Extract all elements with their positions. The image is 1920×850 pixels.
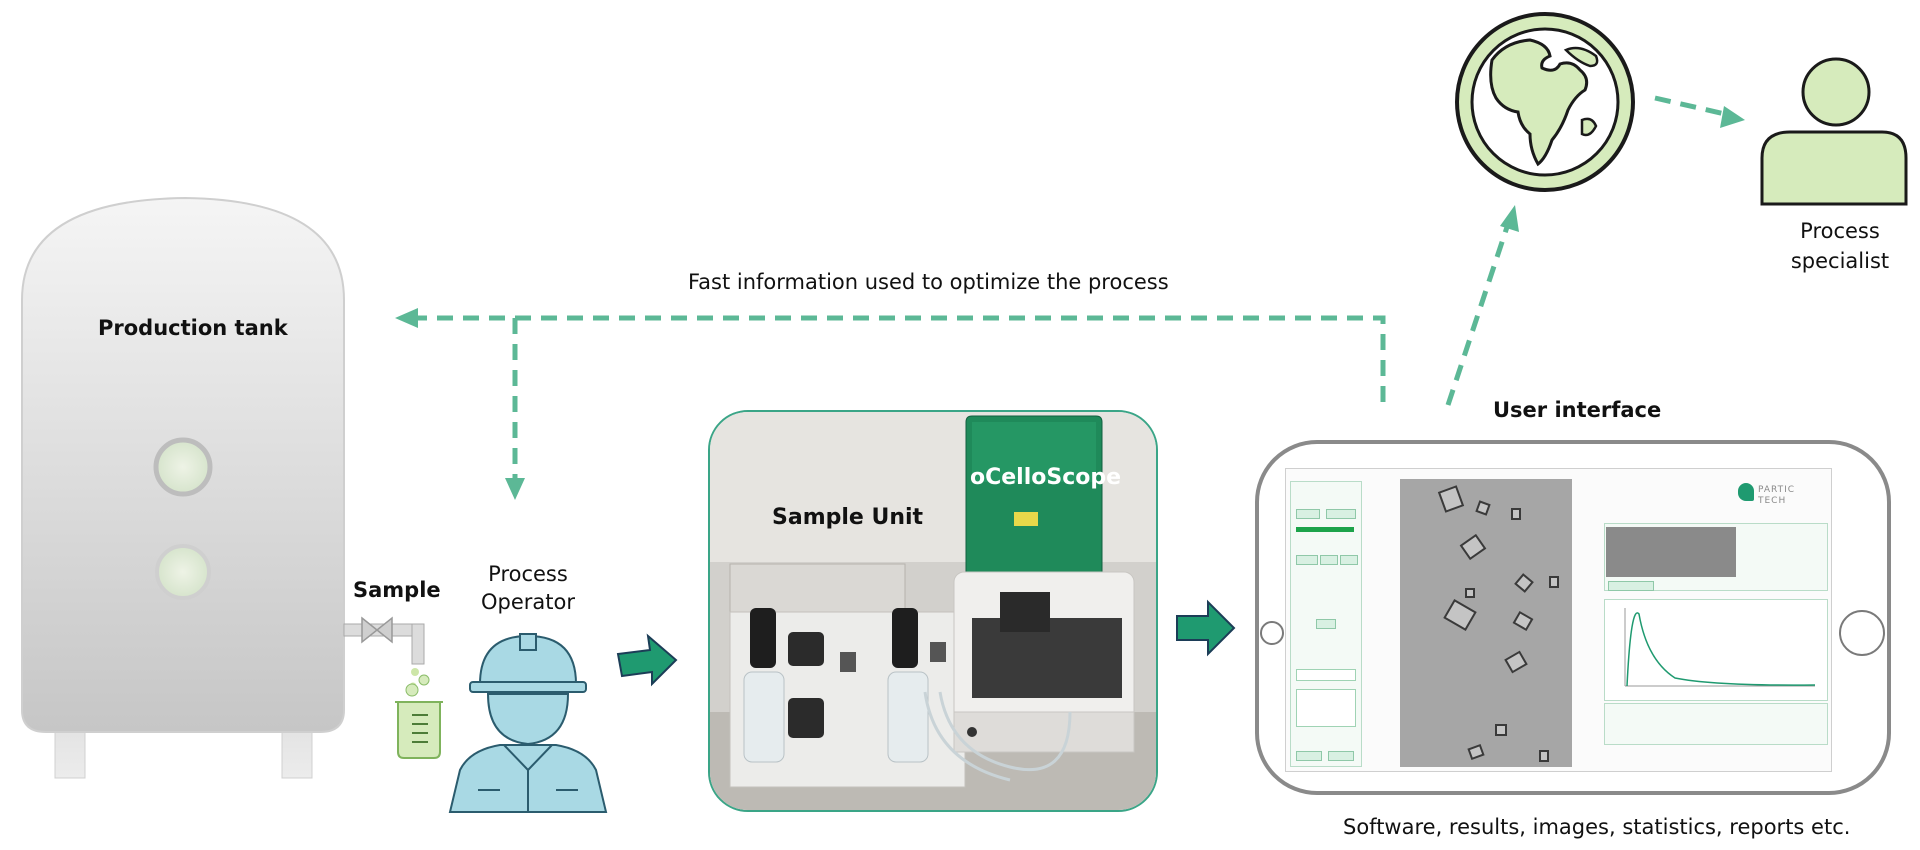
arrow-operator-to-unit [616, 633, 678, 687]
size-distribution-curve [1624, 608, 1816, 687]
process-specialist-line2: specialist [1790, 249, 1890, 273]
ui-button[interactable] [1296, 751, 1322, 761]
ui-textarea[interactable] [1296, 689, 1356, 727]
tank-port-lower [155, 544, 211, 600]
process-operator-label: Process Operator [468, 560, 588, 616]
feedback-arrowhead-down [505, 478, 525, 500]
sample-pipe [343, 616, 425, 690]
valve-icon [361, 616, 393, 644]
tank-port-upper [153, 437, 213, 497]
partictech-logo-icon [1738, 483, 1754, 501]
process-operator-icon [448, 633, 608, 813]
ui-button[interactable] [1340, 555, 1358, 565]
ui-screenshot: PARTIC TECH [1285, 468, 1832, 772]
production-tank-label: Production tank [98, 316, 288, 340]
user-interface-label: User interface [1493, 398, 1662, 422]
ui-thumbnail [1606, 527, 1736, 577]
ui-input-field[interactable] [1296, 669, 1356, 681]
ui-brand-line1: PARTIC [1758, 485, 1796, 495]
ui-statistics-panel [1604, 703, 1828, 745]
feedback-label: Fast information used to optimize the pr… [688, 270, 1169, 294]
ui-microscope-image [1400, 479, 1572, 767]
arrow-globe-to-specialist-head [1720, 106, 1745, 128]
ui-button[interactable] [1328, 751, 1354, 761]
ui-button[interactable] [1320, 555, 1338, 565]
instrument-photo-drawing [710, 412, 1156, 810]
ui-button[interactable] [1326, 509, 1356, 519]
ui-distribution-chart [1604, 599, 1828, 701]
ocelloscope-label: oCelloScope [970, 465, 1122, 490]
arrow-globe-to-specialist [1654, 95, 1726, 117]
beaker-icon [395, 674, 443, 759]
ui-button[interactable] [1608, 581, 1654, 591]
process-specialist-line1: Process [1800, 219, 1880, 243]
ui-brand-line2: TECH [1758, 496, 1787, 506]
process-operator-line1: Process [488, 562, 568, 586]
sample-unit-label: Sample Unit [772, 505, 924, 530]
sample-label: Sample [353, 578, 441, 602]
process-specialist-icon [1760, 57, 1908, 206]
feedback-arrowhead-left [395, 308, 418, 328]
arrow-ui-to-globe [1445, 223, 1511, 406]
feedback-arrow [415, 315, 1386, 480]
ui-button[interactable] [1316, 619, 1336, 629]
ui-button[interactable] [1296, 555, 1318, 565]
process-specialist-label: Process specialist [1770, 216, 1910, 276]
ui-progress-bar [1296, 527, 1354, 532]
process-operator-line2: Operator [481, 590, 575, 614]
globe-icon [1455, 12, 1635, 192]
crystal-image [1437, 485, 1559, 762]
instrument-photo [708, 410, 1158, 812]
ui-button[interactable] [1296, 509, 1320, 519]
software-caption: Software, results, images, statistics, r… [1343, 815, 1851, 839]
arrow-unit-to-ui [1176, 599, 1236, 657]
production-tank [21, 196, 345, 779]
arrow-ui-to-globe-head [1500, 205, 1519, 232]
